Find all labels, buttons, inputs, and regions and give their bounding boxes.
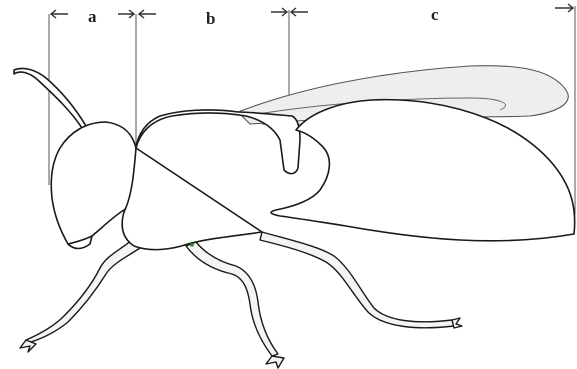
segment-label-b: b — [206, 9, 215, 28]
arrow-a-right — [118, 10, 134, 18]
segment-label-c: c — [431, 5, 439, 24]
middle-foot — [266, 356, 284, 368]
middle-leg — [186, 242, 278, 356]
antenna — [14, 68, 86, 128]
legs — [20, 232, 462, 368]
dimension-arrows — [51, 4, 573, 18]
front-leg — [24, 240, 140, 344]
arrow-c-left — [291, 8, 308, 16]
hind-leg — [260, 232, 454, 328]
hind-foot — [452, 318, 462, 328]
thorax — [122, 110, 300, 250]
arrow-b-left — [139, 10, 156, 18]
abdomen — [271, 100, 575, 241]
arrow-b-right — [271, 8, 287, 16]
arrow-a-left — [51, 10, 68, 18]
segment-label-a: a — [88, 7, 97, 26]
spiracle-marker — [190, 243, 194, 247]
arrow-c-right — [555, 4, 573, 12]
